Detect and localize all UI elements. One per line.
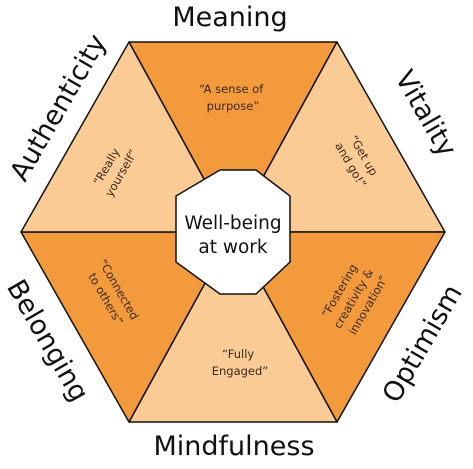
label-vitality: Vitality bbox=[388, 65, 462, 162]
quote-mindfulness: “Fully Engaged” bbox=[212, 347, 269, 378]
label-mindfulness: Mindfulness bbox=[153, 431, 314, 462]
label-meaning: Meaning bbox=[172, 2, 287, 33]
center-hexagon bbox=[175, 169, 291, 295]
center-label-line2: at work bbox=[198, 237, 268, 258]
segment-authenticity bbox=[20, 41, 234, 233]
quote-meaning: “A sense of purpose” bbox=[199, 82, 267, 113]
center-label-line1: Well-being bbox=[184, 213, 281, 234]
